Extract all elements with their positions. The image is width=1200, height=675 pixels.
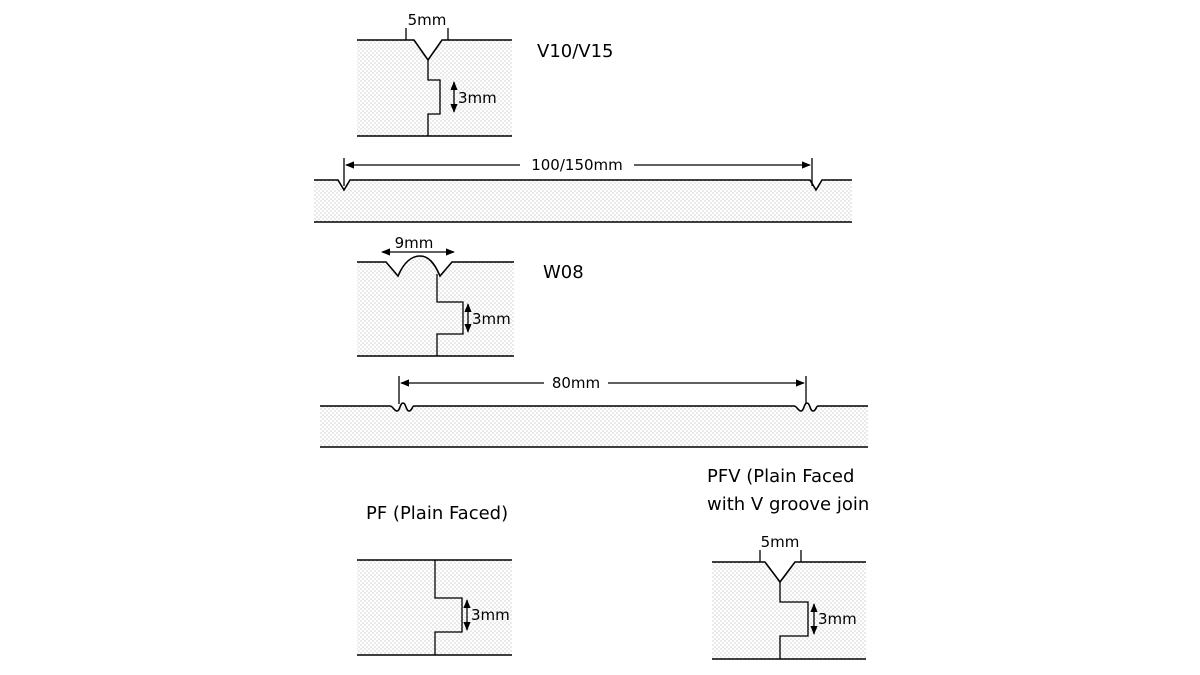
w-strip-fill (320, 403, 868, 447)
v-groove-width-label: 5mm (408, 11, 447, 29)
v-strip-fill (314, 180, 852, 222)
w-groove-panel-strip: 80mm (320, 374, 868, 448)
v10-v15-title: V10/V15 (537, 41, 614, 62)
v-strip-top-edge (314, 179, 852, 192)
pfv-step-line (779, 582, 809, 659)
pf-step-height-label: 3mm (471, 606, 510, 624)
pf-step-line (434, 560, 463, 655)
w-spacing-label: 80mm (552, 374, 600, 392)
w-strip-top-edge (320, 402, 868, 412)
v-joint-panel-fill (357, 40, 512, 136)
pf-title: PF (Plain Faced) (366, 503, 508, 524)
w-joint-step-line (436, 274, 464, 356)
w-joint-panel-fill (357, 256, 514, 356)
v-joint-step-line (427, 60, 441, 136)
w08-joint-detail: 9mm 3mm W08 (357, 234, 584, 357)
pfv-groove-width-label: 5mm (761, 533, 800, 551)
pf-joint-detail: PF (Plain Faced) 3mm (357, 503, 512, 656)
w08-title: W08 (543, 262, 584, 283)
v10-v15-joint-detail: 5mm 3mm V10/V15 (357, 11, 614, 137)
pfv-joint-detail: PFV (Plain Faced with V groove join 5mm … (707, 466, 869, 660)
w-step-height-label: 3mm (472, 310, 511, 328)
pfv-title-line2: with V groove join (707, 494, 869, 515)
v-step-height-label: 3mm (458, 89, 497, 107)
w-groove-width-label: 9mm (395, 234, 434, 252)
w-joint-top-edge (357, 255, 514, 278)
pfv-panel-fill (712, 562, 866, 659)
pfv-title-line1: PFV (Plain Faced (707, 466, 854, 487)
v-groove-panel-strip: 100/150mm (314, 156, 852, 223)
pfv-step-height-label: 3mm (818, 610, 857, 628)
v-spacing-label: 100/150mm (531, 156, 623, 174)
